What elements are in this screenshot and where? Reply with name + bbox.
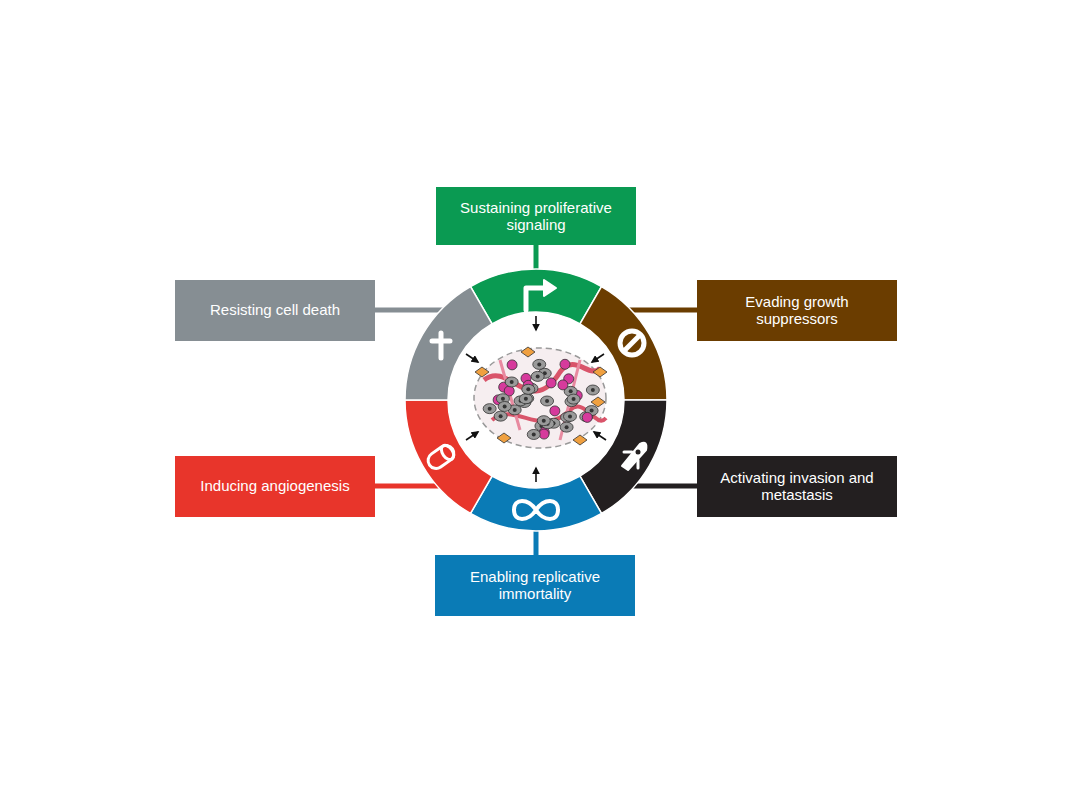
cell: [550, 406, 560, 416]
cell-nucleus: [524, 397, 528, 401]
hallmark-ring: [405, 269, 667, 531]
cell: [522, 384, 535, 394]
stromal-cell: [521, 347, 535, 357]
cell: [558, 380, 568, 390]
cell-nucleus: [591, 388, 595, 392]
cell-nucleus: [526, 387, 530, 391]
cell: [563, 411, 576, 421]
cell: [507, 360, 517, 370]
hallmark-box: Evading growth suppressors: [697, 280, 897, 341]
cell-nucleus: [536, 374, 540, 378]
hallmark-box: Enabling replicative immortality: [435, 555, 635, 616]
tumour-illustration: [474, 347, 607, 448]
stromal-cell: [591, 397, 605, 407]
cell-nucleus: [501, 397, 505, 401]
hallmark-label: Enabling replicative immortality: [447, 568, 623, 603]
cell: [567, 394, 580, 404]
hallmark-label: Resisting cell death: [210, 301, 340, 318]
stromal-cell: [475, 367, 489, 377]
inward-arrows: [466, 316, 606, 482]
cell-nucleus: [590, 409, 594, 413]
cell-nucleus: [499, 414, 503, 418]
cell: [586, 385, 599, 395]
hallmark-box: Resisting cell death: [175, 280, 375, 341]
hallmark-icons: [425, 280, 646, 519]
cell-nucleus: [513, 408, 517, 412]
cell-nucleus: [503, 404, 507, 408]
cell: [541, 396, 554, 406]
cell-nucleus: [572, 397, 576, 401]
cell: [560, 359, 570, 369]
cell: [546, 378, 556, 388]
cell: [537, 416, 550, 426]
hallmark-label: Evading growth suppressors: [709, 293, 885, 328]
cell: [560, 422, 573, 432]
cell-nucleus: [532, 432, 536, 436]
cell: [505, 377, 518, 387]
cell-nucleus: [565, 425, 569, 429]
cell: [527, 429, 540, 439]
cell: [519, 394, 532, 404]
cell-nucleus: [542, 419, 546, 423]
stromal-cell: [497, 433, 511, 443]
hallmark-box: Activating invasion and metastasis: [697, 456, 897, 517]
cell: [582, 412, 592, 422]
cell-nucleus: [569, 389, 573, 393]
hallmark-box: Sustaining proliferative signaling: [436, 187, 636, 245]
hallmark-label: Activating invasion and metastasis: [709, 469, 885, 504]
leader-lines: [375, 245, 697, 555]
cell-nucleus: [510, 380, 514, 384]
hallmark-label: Sustaining proliferative signaling: [448, 199, 624, 234]
cell: [483, 404, 496, 414]
cell-nucleus: [568, 414, 572, 418]
hallmark-box: Inducing angiogenesis: [175, 456, 375, 517]
cell-nucleus: [537, 362, 541, 366]
ring-segment: [471, 269, 602, 324]
cell-nucleus: [545, 399, 549, 403]
stromal-cell: [593, 367, 607, 377]
cell: [533, 359, 546, 369]
ring-segment: [471, 476, 602, 531]
stromal-cell: [573, 435, 587, 445]
hallmark-label: Inducing angiogenesis: [200, 477, 349, 494]
ring-segment: [580, 400, 667, 513]
cell-nucleus: [488, 407, 492, 411]
cell: [498, 401, 511, 411]
cell: [531, 371, 544, 381]
cell: [494, 411, 507, 421]
